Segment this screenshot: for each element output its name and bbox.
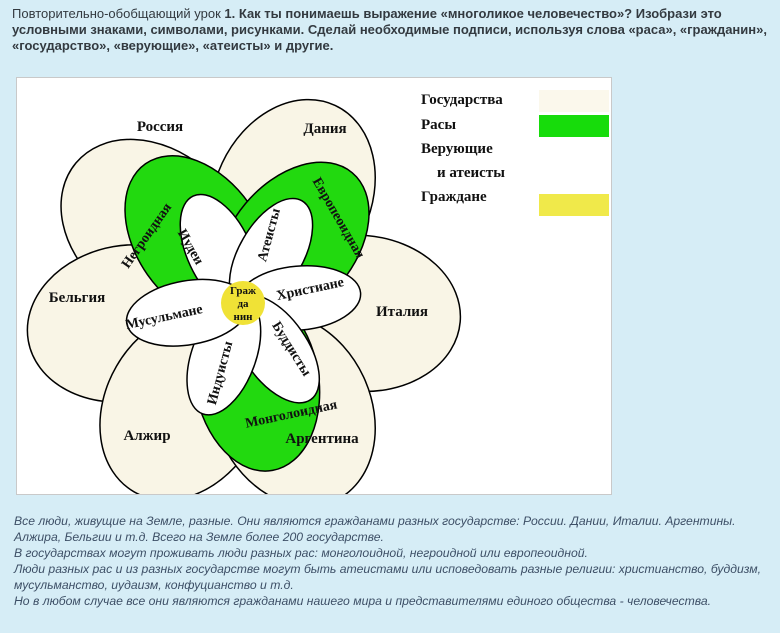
legend-label-citizens: Граждане <box>421 189 487 205</box>
country-label-5: Аргентина <box>285 431 359 447</box>
legend-label-states: Государства <box>421 92 503 108</box>
legend-label-atheists: и атеисты <box>437 165 505 181</box>
task-prefix: Повторительно-обобщающий урок <box>12 6 225 21</box>
country-label-0: Россия <box>137 119 183 135</box>
country-label-4: Алжир <box>123 428 170 444</box>
legend-swatch-states <box>539 90 609 112</box>
belief-petals <box>125 193 362 416</box>
center-label-1: Граж <box>230 285 256 297</box>
task-question: 1. Как ты понимаешь выражение «многолико… <box>12 6 767 53</box>
explanation-text: Все люди, живущие на Земле, разные. Они … <box>14 513 770 609</box>
country-label-2: Бельгия <box>49 290 106 306</box>
legend-swatch-races <box>539 115 609 137</box>
explanation-paragraph-4: Но в любом случае все они являются гражд… <box>14 594 712 608</box>
legend-label-believers: Верующие <box>421 141 493 157</box>
center-label-3: нин <box>233 311 253 323</box>
task-text: Повторительно-обобщающий урок 1. Как ты … <box>12 6 772 54</box>
country-label-1: Дания <box>303 121 346 137</box>
legend-swatch-citizens <box>539 194 609 216</box>
explanation-paragraph-2: В государствах могут проживать люди разн… <box>14 546 588 560</box>
legend-swatch-believers <box>539 151 609 173</box>
legend-label-races: Расы <box>421 117 457 133</box>
center-citizen-circle <box>221 281 265 325</box>
center-label-2: да <box>237 298 249 310</box>
country-label-3: Италия <box>376 304 428 320</box>
explanation-paragraph-1: Все люди, живущие на Земле, разные. Они … <box>14 514 736 544</box>
explanation-paragraph-3: Люди разных рас и из разных государстве … <box>14 562 762 592</box>
